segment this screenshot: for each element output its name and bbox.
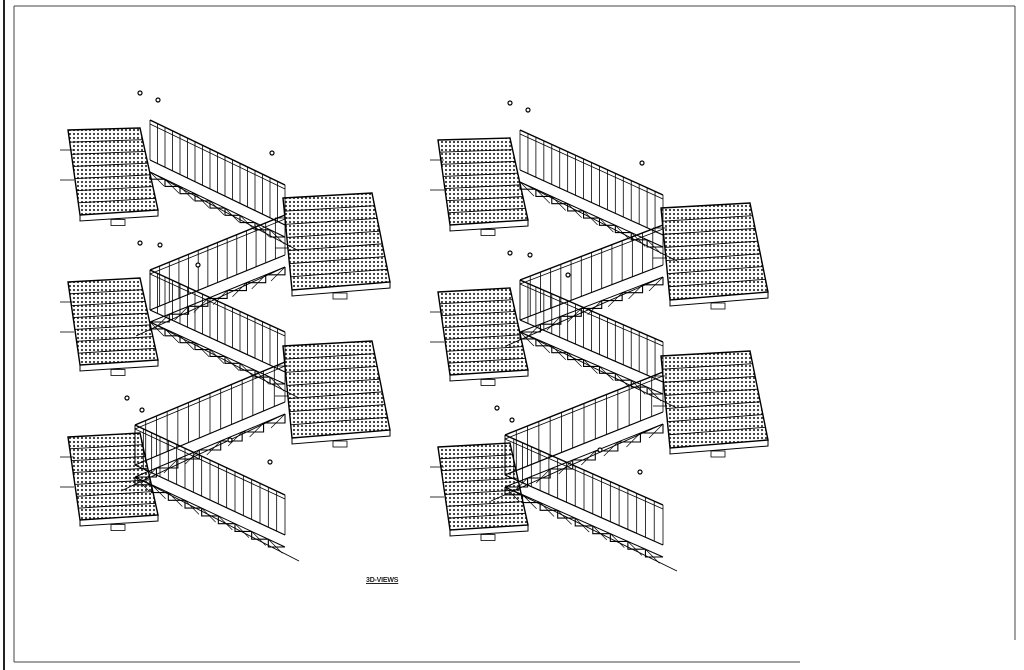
sheet-border	[3, 0, 1016, 670]
right-stair-view	[430, 100, 769, 572]
left-stair-view	[60, 90, 391, 562]
view-label: 3D-VIEWS	[366, 577, 399, 584]
stair-3d-views	[60, 90, 769, 572]
